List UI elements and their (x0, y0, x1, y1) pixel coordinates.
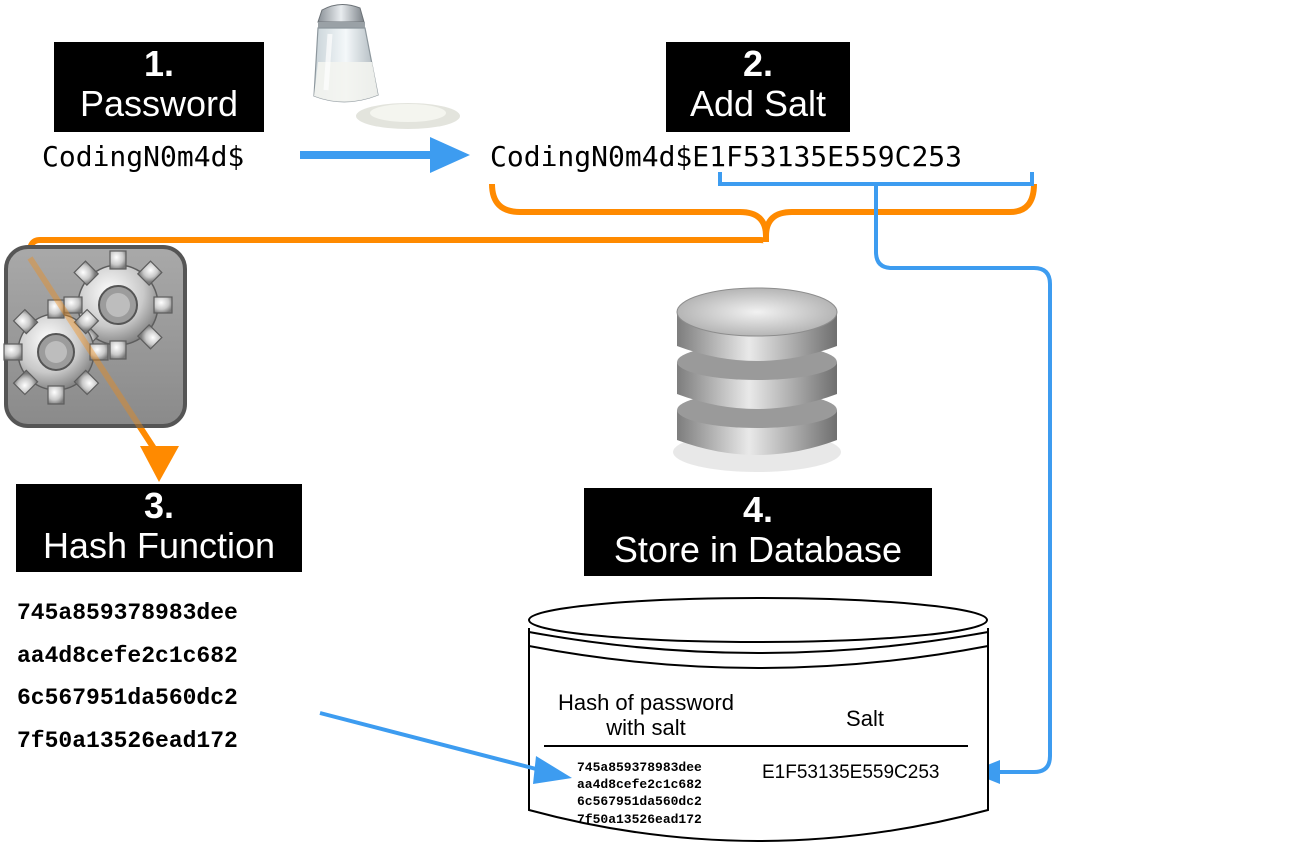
arrow-salt-to-hash-head (140, 446, 179, 482)
step-3-label: 3. Hash Function (16, 484, 302, 572)
arrow-salt-to-database (874, 184, 1052, 774)
salted-password-salt: E1F53135E559C253 (692, 140, 963, 173)
step-1-number: 1. (143, 43, 175, 84)
step-4-title: Store in Database (613, 529, 903, 571)
hash-line-2: aa4d8cefe2c1c682 (17, 643, 238, 669)
hash-line-3: 6c567951da560dc2 (17, 685, 238, 711)
db-col-salt-header: Salt (846, 706, 884, 731)
db-hash-line-3: 6c567951da560dc2 (577, 794, 702, 809)
step-2-title: Add Salt (689, 83, 827, 125)
arrow-password-to-salt (300, 137, 470, 173)
arrow-hash-to-database (319, 711, 572, 784)
database-table-cylinder (528, 597, 989, 842)
step-1-title: Password (79, 83, 239, 125)
db-hash-line-4: 7f50a13526ead172 (577, 812, 702, 827)
step-4-number: 4. (742, 489, 774, 530)
salted-password-brace (489, 183, 1037, 237)
gears-icon (3, 245, 187, 452)
step-4-label: 4. Store in Database (584, 488, 932, 576)
salt-shaker-icon (313, 4, 460, 129)
step-3-number: 3. (143, 485, 175, 526)
db-hash-line-2: aa4d8cefe2c1c682 (577, 777, 702, 792)
db-col-hash-header-line1: Hash of password (557, 690, 735, 715)
hash-line-4: 7f50a13526ead172 (17, 728, 238, 754)
salt-brace (718, 172, 1034, 186)
password-text: CodingN0m4d$ (42, 140, 245, 173)
step-3-title: Hash Function (42, 525, 276, 567)
step-2-number: 2. (742, 43, 774, 84)
db-col-hash-header-line2: with salt (606, 715, 686, 741)
db-col-hash-header: Hash of password with salt (546, 690, 746, 741)
step-2-label: 2. Add Salt (666, 42, 850, 132)
db-salt-value: E1F53135E559C253 (762, 762, 940, 783)
db-hash-line-1: 745a859378983dee (577, 760, 702, 775)
database-icon (673, 287, 841, 472)
salted-password: CodingN0m4d$E1F53135E559C253 (490, 140, 962, 173)
hash-line-1: 745a859378983dee (17, 600, 238, 626)
salted-password-prefix: CodingN0m4d$ (490, 140, 693, 173)
step-1-label: 1. Password (54, 42, 264, 132)
